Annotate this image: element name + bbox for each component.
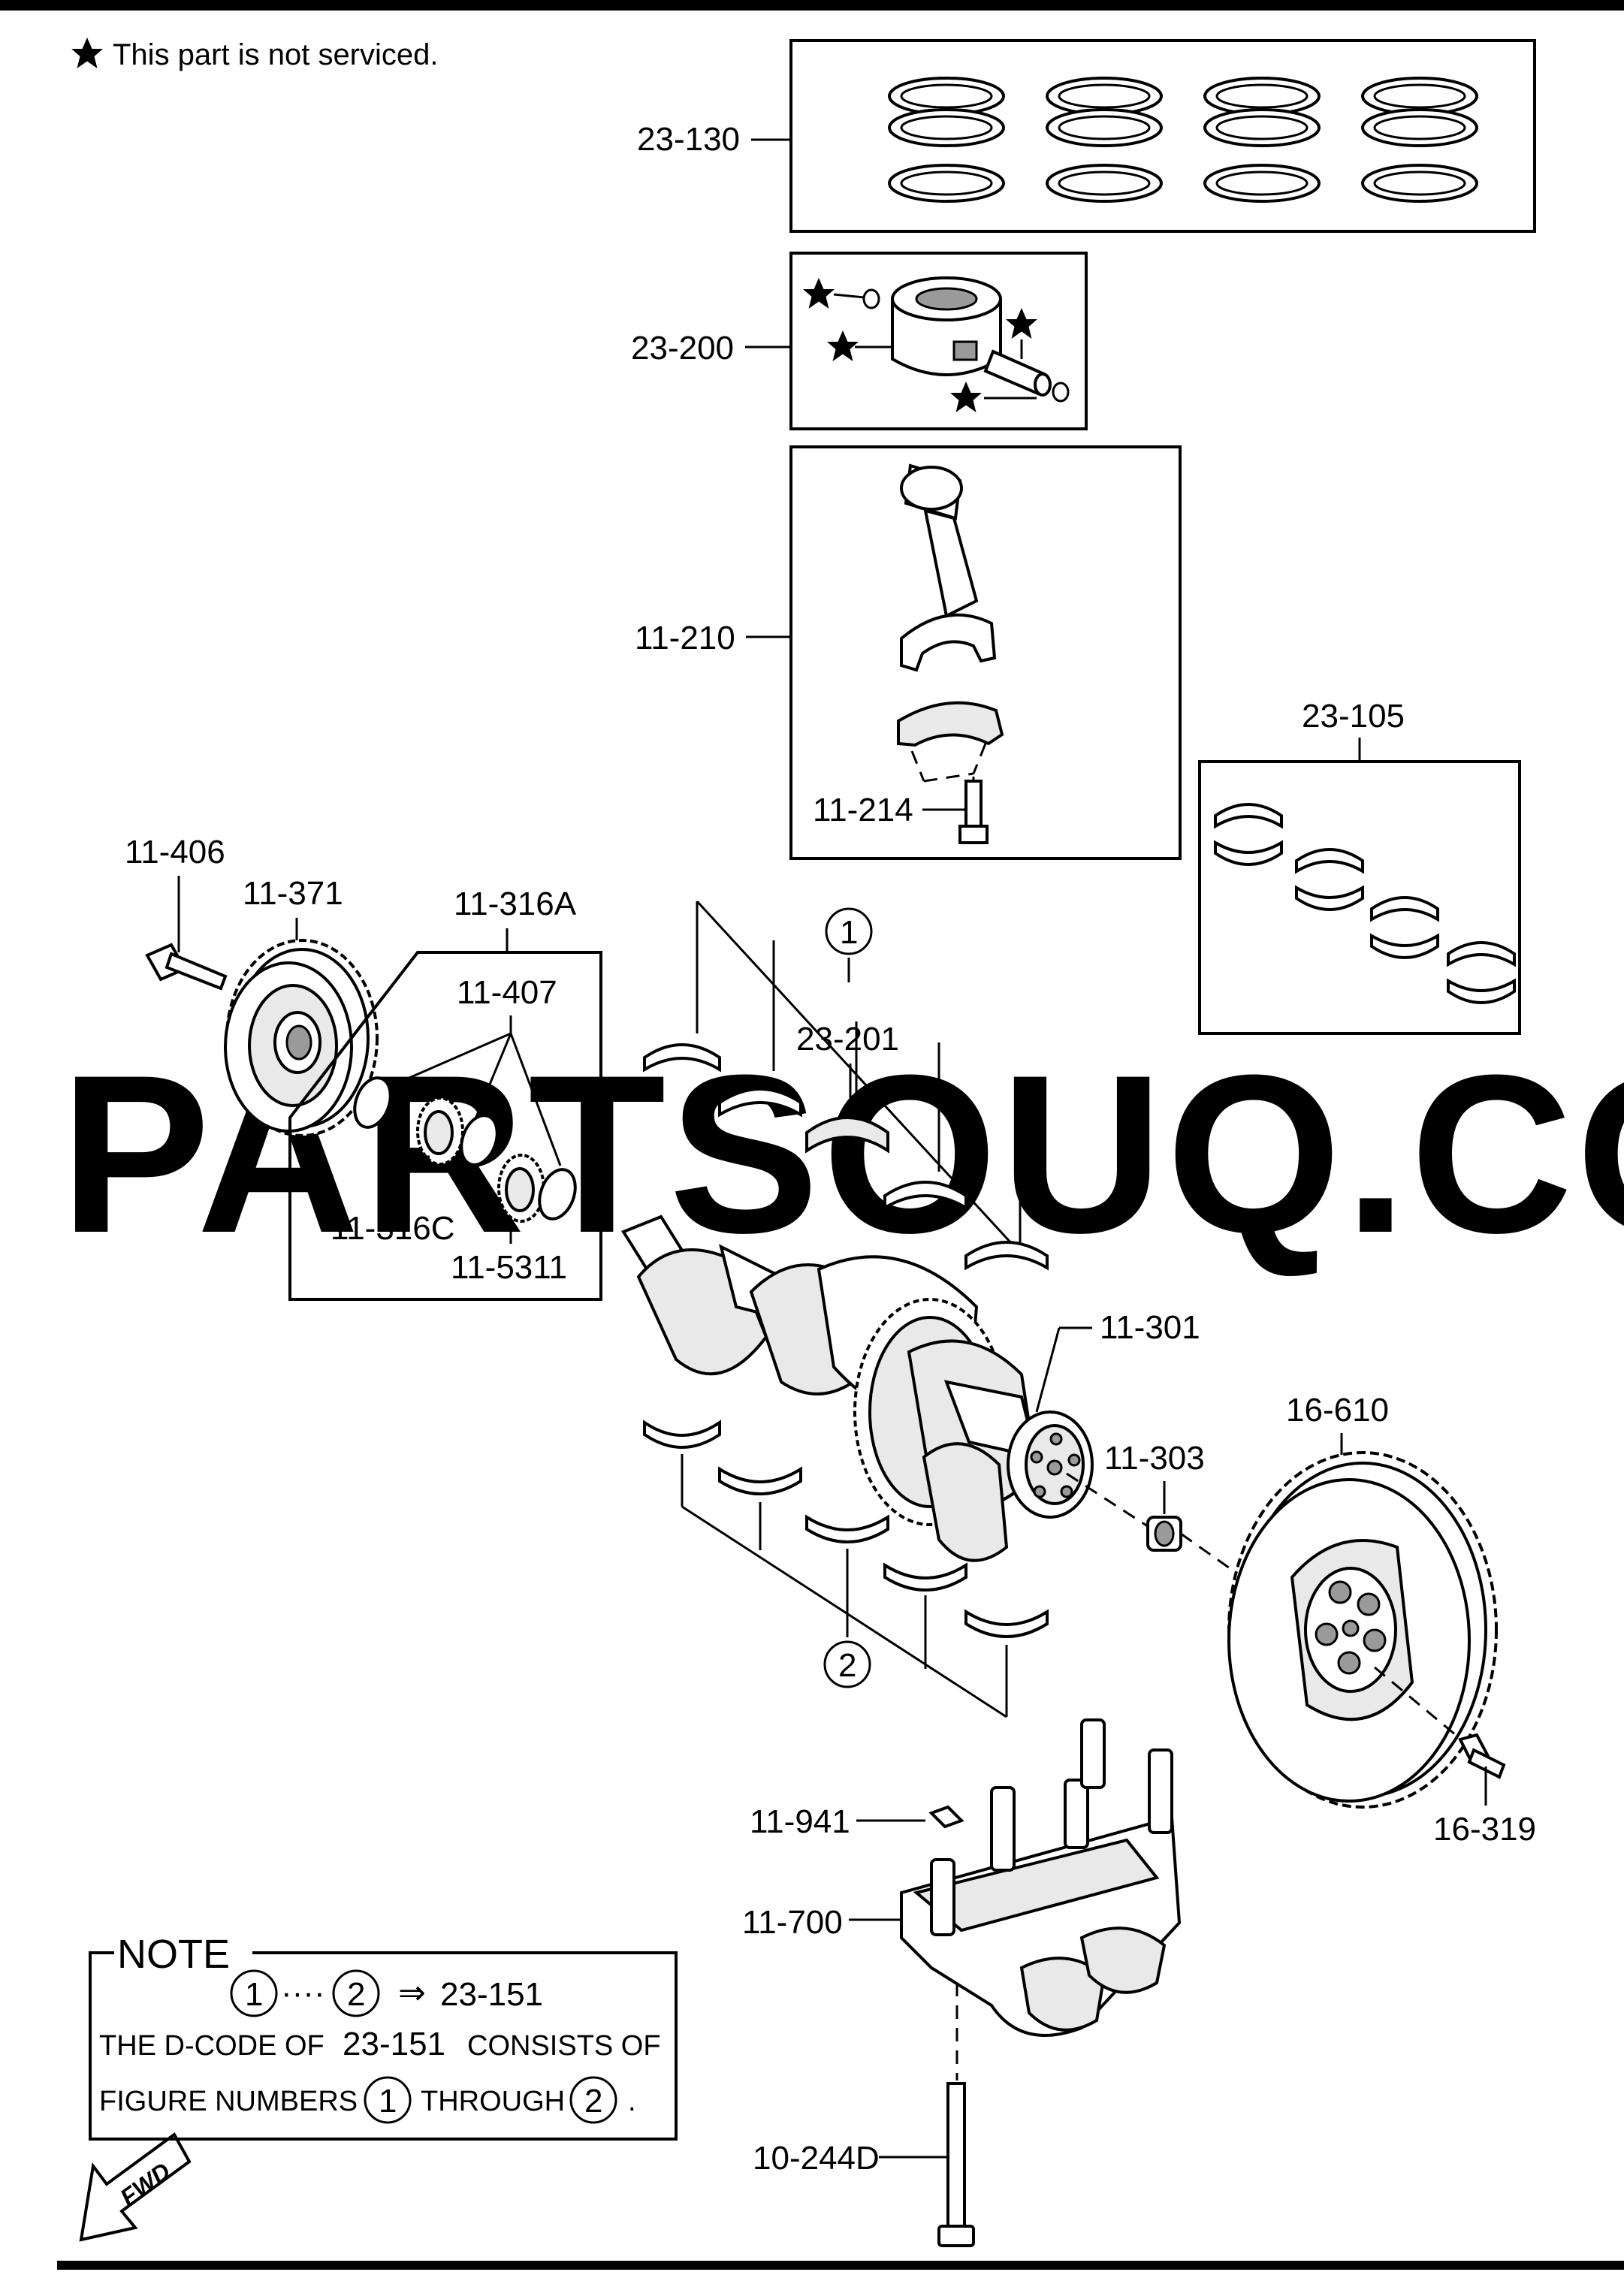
note-line3-a: FIGURE NUMBERS [99, 2086, 358, 2117]
crank-pulley-icon [224, 939, 379, 1137]
note-range-sep: ···· [281, 1975, 325, 2011]
figure-ref-2-circle [823, 1640, 871, 1688]
star-icon [827, 330, 859, 361]
note-ref-2-circle [332, 1969, 380, 2017]
fwd-arrow-icon: FWD [79, 2132, 192, 2242]
bottom-border [57, 2261, 1624, 2270]
plug-icon [928, 1805, 964, 1829]
note-ref-2b: 2 [584, 2083, 602, 2120]
sprocket-and-washer-icons [353, 1076, 577, 1223]
callout-11-941[interactable]: 11-941 [750, 1803, 850, 1840]
note-line2-b: CONSISTS OF [467, 2030, 661, 2062]
pilot-bearing-icon [1146, 1516, 1182, 1552]
note-ref-1: 1 [245, 1976, 263, 2013]
note-arrow: ⇒ [398, 1975, 426, 2011]
group-23-200-piston[interactable]: 23-200 [631, 252, 1088, 430]
callout-11-700[interactable]: 11-700 [742, 1904, 843, 1941]
note-line2-a: THE D-CODE OF [99, 2030, 324, 2062]
group-23-201-main-bearings[interactable]: 1 23-201 2 [643, 900, 1049, 1718]
bolt-icon [1458, 1733, 1506, 1779]
figure-ref-1-circle [825, 907, 873, 955]
group-11-941-plug[interactable]: 11-941 [750, 1803, 964, 1840]
piston-icon [833, 276, 1070, 403]
piston-ring-set-icon [888, 77, 1478, 203]
note-ref-2: 2 [347, 1976, 365, 2013]
note-target-code: 23-151 [440, 1976, 543, 2013]
flywheel-icon [1227, 1451, 1498, 1809]
callout-11-210[interactable]: 11-210 [635, 620, 735, 656]
note-title: NOTE [117, 1932, 230, 1977]
star-legend-text: This part is not serviced. [113, 38, 439, 71]
long-bolt-icon [937, 2082, 975, 2247]
group-11-301-crankshaft[interactable]: 11-301 [621, 1214, 1200, 1562]
star-icon [803, 278, 835, 309]
callout-11-316c[interactable]: 11-316C [331, 1210, 455, 1247]
group-16-319-flywheel-bolt[interactable]: 16-319 [1433, 1733, 1536, 1848]
note-line2-code: 23-151 [343, 2026, 445, 2062]
callout-11-5311[interactable]: 11-5311 [451, 1249, 567, 1286]
group-23-130-piston-rings[interactable]: 23-130 [637, 39, 1536, 233]
group-11-210-connecting-rod[interactable]: 11-210 11-214 [635, 445, 1182, 860]
upper-main-bearing-icons [643, 1043, 1049, 1271]
star-icon [71, 38, 103, 68]
note-ref-1b-circle [364, 2076, 412, 2124]
group-16-610-flywheel[interactable]: 16-610 [1227, 1392, 1498, 1809]
callout-11-301[interactable]: 11-301 [1100, 1309, 1200, 1346]
callout-16-319[interactable]: 16-319 [1433, 1811, 1536, 1848]
group-11-303-pilot-bearing[interactable]: 11-303 [1104, 1440, 1233, 1571]
star-legend: This part is not serviced. [71, 38, 439, 71]
note-box: NOTE 1 ···· 2 ⇒ 23-151 THE D-CODE OF 23-… [89, 1932, 678, 2141]
callout-11-214[interactable]: 11-214 [813, 792, 913, 828]
callout-10-244d[interactable]: 10-244D [753, 2140, 880, 2177]
callout-11-406[interactable]: 11-406 [125, 834, 225, 870]
callout-23-130[interactable]: 23-130 [637, 121, 740, 158]
note-ref-1b: 1 [379, 2083, 397, 2120]
star-icon [1006, 308, 1037, 339]
note-ref-1-circle [230, 1969, 278, 2017]
group-11-700-main-bearing-cap[interactable]: 11-700 [742, 1718, 1182, 2080]
note-line3-mid: THROUGH [421, 2086, 565, 2117]
figure-ref-1[interactable]: 1 [840, 914, 858, 951]
note-line3-end: . [628, 2086, 636, 2117]
star-icon [950, 382, 982, 412]
callout-23-200[interactable]: 23-200 [631, 330, 734, 367]
conrod-bearing-icons [1214, 803, 1516, 1004]
bolt-icon [145, 943, 228, 991]
callout-11-371[interactable]: 11-371 [243, 875, 343, 912]
bearing-cap-icon [900, 1718, 1182, 2037]
callout-11-316a[interactable]: 11-316A [454, 886, 577, 922]
callout-11-407[interactable]: 11-407 [457, 974, 557, 1011]
top-border [0, 0, 1624, 11]
fwd-label: FWD [115, 2157, 175, 2211]
crankshaft-icon [621, 1214, 1094, 1562]
callout-16-610[interactable]: 16-610 [1286, 1392, 1389, 1429]
group-11-371-crank-pulley[interactable]: 11-371 [224, 875, 379, 1137]
group-11-406-pulley-bolt[interactable]: 11-406 [125, 834, 228, 991]
note-ref-2b-circle [569, 2076, 617, 2124]
group-11-316a-oil-pump-drive[interactable]: 11-316A 11-407 11-316C 11-5311 [288, 886, 602, 1301]
group-23-105-conrod-bearings[interactable]: 23-105 [1198, 698, 1521, 1035]
callout-11-303[interactable]: 11-303 [1104, 1440, 1205, 1477]
group-10-244d-cap-bolt[interactable]: 10-244D [753, 2082, 975, 2247]
connecting-rod-icon [897, 463, 1004, 844]
callout-23-201[interactable]: 23-201 [796, 1021, 899, 1058]
callout-23-105[interactable]: 23-105 [1302, 698, 1405, 735]
lower-main-bearing-icons [643, 1420, 1049, 1638]
figure-ref-2[interactable]: 2 [838, 1647, 856, 1684]
